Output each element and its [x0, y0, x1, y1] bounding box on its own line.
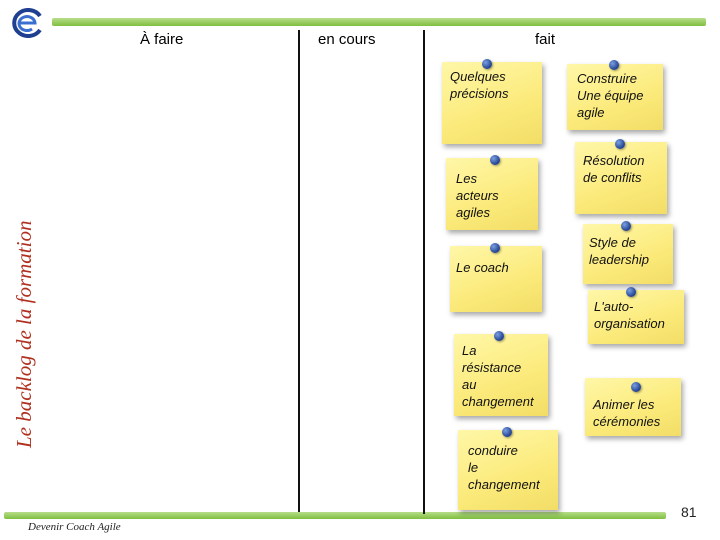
note-text: Quelques précisions: [450, 69, 509, 101]
sticky-note-animer-ceremonies[interactable]: Animer les cérémonies: [585, 378, 681, 436]
pin-icon: [502, 427, 512, 437]
sticky-note-acteurs-agiles[interactable]: Les acteurs agiles: [446, 155, 538, 230]
sticky-note-le-coach[interactable]: Le coach: [450, 243, 542, 312]
column-header-doing: en cours: [318, 31, 376, 48]
sticky-note-style-leadership[interactable]: Style de leadership: [583, 221, 673, 284]
pin-icon: [615, 139, 625, 149]
column-divider-2: [423, 30, 425, 514]
sticky-note-construire-equipe[interactable]: Construire Une équipe agile: [567, 60, 663, 130]
pin-icon: [490, 155, 500, 165]
note-text: L'auto- organisation: [594, 299, 665, 331]
column-header-todo: À faire: [140, 31, 184, 48]
note-text: conduire le changement: [468, 443, 540, 492]
note-text: Construire Une équipe agile: [577, 71, 644, 120]
note-text: Le coach: [456, 260, 509, 275]
sticky-note-precisions[interactable]: Quelques précisions: [442, 59, 542, 144]
sticky-note-conduire-changement[interactable]: conduire le changement: [458, 427, 558, 510]
pin-icon: [490, 243, 500, 253]
sticky-note-resolution-conflits[interactable]: Résolution de conflits: [575, 139, 667, 214]
sticky-note-auto-organisation[interactable]: L'auto- organisation: [588, 287, 684, 344]
pin-icon: [482, 59, 492, 69]
side-title-text: Le backlog de la formation: [12, 220, 36, 448]
pin-icon: [494, 331, 504, 341]
note-text: Résolution de conflits: [583, 153, 645, 185]
note-text: Les acteurs agiles: [456, 171, 499, 220]
note-text: La résistance au changement: [462, 343, 534, 409]
pin-icon: [621, 221, 631, 231]
column-header-done: fait: [535, 31, 556, 48]
bottom-green-bar: [4, 512, 666, 519]
column-divider-1: [298, 30, 300, 512]
note-text: Style de leadership: [589, 235, 649, 267]
pin-icon: [626, 287, 636, 297]
pin-icon: [609, 60, 619, 70]
pin-icon: [631, 382, 641, 392]
note-text: Animer les cérémonies: [593, 397, 661, 429]
page-number: 81: [681, 504, 697, 520]
footer-text: Devenir Coach Agile: [28, 521, 121, 533]
top-green-bar: [52, 18, 706, 26]
sticky-note-resistance-changement[interactable]: La résistance au changement: [454, 331, 548, 416]
logo-icon: [12, 8, 42, 38]
